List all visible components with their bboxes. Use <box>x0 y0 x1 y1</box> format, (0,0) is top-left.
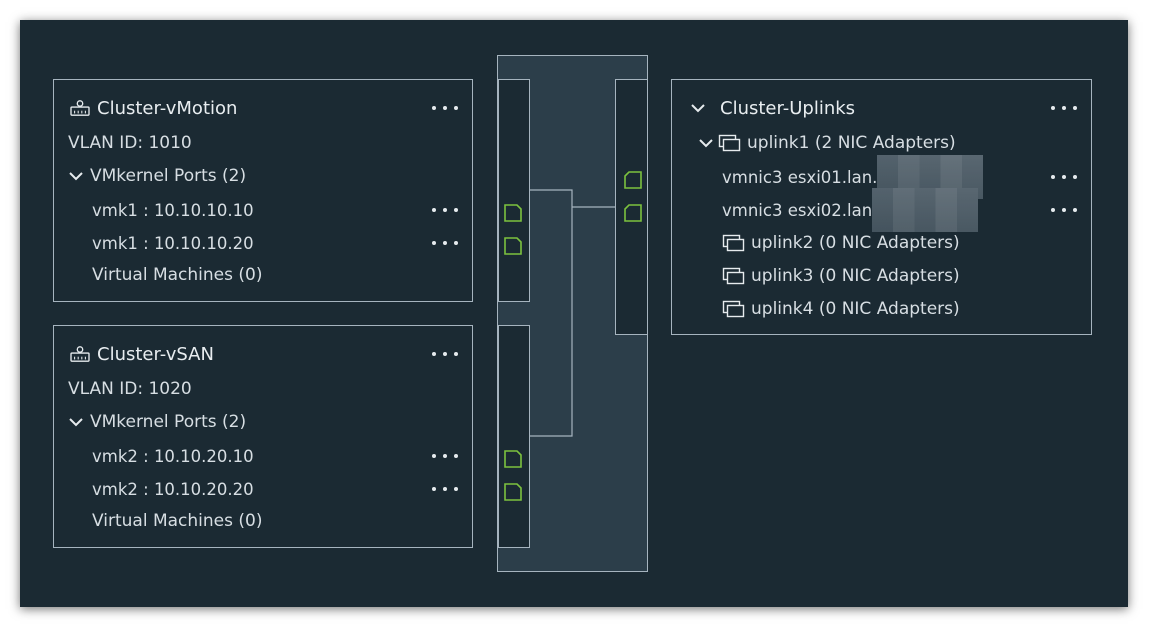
vmkernel-port-row: vmk1 : 10.10.10.10 <box>92 197 472 223</box>
chevron-down-icon <box>691 104 705 113</box>
nic-label: vmnic3 esxi01.lan. <box>722 167 878 187</box>
vmkernel-ports-label: VMkernel Ports (2) <box>90 412 247 432</box>
vmkernel-port-more-button[interactable] <box>432 446 458 466</box>
nic-row: vmnic3 esxi01.lan. <box>722 155 1091 199</box>
vlan-id: VLAN ID: 1020 <box>68 379 192 399</box>
uplink-adapter-icon <box>722 267 745 285</box>
nic-more-button[interactable] <box>1051 167 1077 187</box>
network-port-icon[interactable] <box>503 449 523 469</box>
vmkernel-port-row: vmk2 : 10.10.20.10 <box>92 443 472 469</box>
vmkernel-port-more-button[interactable] <box>432 200 458 220</box>
vlan-id: VLAN ID: 1010 <box>68 133 192 153</box>
vmkernel-port-label: vmk1 : 10.10.10.10 <box>92 200 254 220</box>
uplinks-more-button[interactable] <box>1051 98 1077 118</box>
uplink-label: uplink3 (0 NIC Adapters) <box>751 266 960 286</box>
nic-label: vmnic3 esxi02.lan <box>722 200 873 220</box>
vmkernel-ports-toggle[interactable]: VMkernel Ports (2) <box>68 409 472 435</box>
switch-connection-lines <box>529 189 615 437</box>
portgroup-header: Cluster-vMotion <box>68 95 472 121</box>
network-port-icon[interactable] <box>503 236 523 256</box>
portgroup-more-button[interactable] <box>432 344 458 364</box>
vmkernel-port-row: vmk2 : 10.10.20.20 <box>92 476 472 502</box>
portgroup-name: Cluster-vMotion <box>97 97 238 119</box>
uplinks-card[interactable]: Cluster-Uplinks uplink1 (2 NIC Adapters)… <box>671 79 1092 335</box>
vmkernel-port-label: vmk2 : 10.10.20.10 <box>92 446 254 466</box>
nic-more-button[interactable] <box>1051 200 1077 220</box>
uplinks-header[interactable]: Cluster-Uplinks <box>690 95 1091 121</box>
portgroup-more-button[interactable] <box>432 98 458 118</box>
vmkernel-port-more-button[interactable] <box>432 233 458 253</box>
portgroup-icon <box>70 100 90 116</box>
uplink-adapter-icon <box>722 234 745 252</box>
portgroup-icon <box>70 346 90 362</box>
network-port-icon[interactable] <box>623 170 643 190</box>
portgroup-port-column <box>498 325 530 548</box>
vmkernel-port-row: vmk1 : 10.10.10.20 <box>92 230 472 256</box>
chevron-down-icon <box>69 172 83 181</box>
uplink-port-column <box>615 79 648 335</box>
chevron-down-icon <box>69 418 83 427</box>
uplink-row-uplink4[interactable]: uplink4 (0 NIC Adapters) <box>722 296 1091 322</box>
uplink-adapter-icon <box>718 134 741 152</box>
network-port-icon[interactable] <box>503 203 523 223</box>
uplink-row-uplink2[interactable]: uplink2 (0 NIC Adapters) <box>722 230 1091 256</box>
vmkernel-port-label: vmk1 : 10.10.10.20 <box>92 233 254 253</box>
distributed-switch-diagram <box>497 55 648 572</box>
uplink-label: uplink4 (0 NIC Adapters) <box>751 299 960 319</box>
virtual-machines-label[interactable]: Virtual Machines (0) <box>92 265 263 285</box>
uplink-label: uplink2 (0 NIC Adapters) <box>751 233 960 253</box>
vds-topology-canvas: Cluster-vMotion VLAN ID: 1010 VMkernel P… <box>20 20 1128 607</box>
uplink-row-uplink3[interactable]: uplink3 (0 NIC Adapters) <box>722 263 1091 289</box>
network-port-icon[interactable] <box>503 482 523 502</box>
portgroup-header: Cluster-vSAN <box>68 341 472 367</box>
uplinks-name: Cluster-Uplinks <box>720 97 856 119</box>
redacted-hostname <box>872 188 979 232</box>
uplink-row-uplink1[interactable]: uplink1 (2 NIC Adapters) <box>698 130 1091 156</box>
vmkernel-ports-label: VMkernel Ports (2) <box>90 166 247 186</box>
vmkernel-port-label: vmk2 : 10.10.20.20 <box>92 479 254 499</box>
vmkernel-port-more-button[interactable] <box>432 479 458 499</box>
network-port-icon[interactable] <box>623 203 643 223</box>
portgroup-name: Cluster-vSAN <box>97 343 214 365</box>
vmkernel-ports-toggle[interactable]: VMkernel Ports (2) <box>68 163 472 189</box>
portgroup-card-vsan[interactable]: Cluster-vSAN VLAN ID: 1020 VMkernel Port… <box>53 325 473 548</box>
virtual-machines-label[interactable]: Virtual Machines (0) <box>92 511 263 531</box>
uplink-label: uplink1 (2 NIC Adapters) <box>747 133 956 153</box>
portgroup-card-vmotion[interactable]: Cluster-vMotion VLAN ID: 1010 VMkernel P… <box>53 79 473 302</box>
uplink-adapter-icon <box>722 300 745 318</box>
chevron-down-icon <box>699 139 713 148</box>
nic-row: vmnic3 esxi02.lan <box>722 188 1091 232</box>
